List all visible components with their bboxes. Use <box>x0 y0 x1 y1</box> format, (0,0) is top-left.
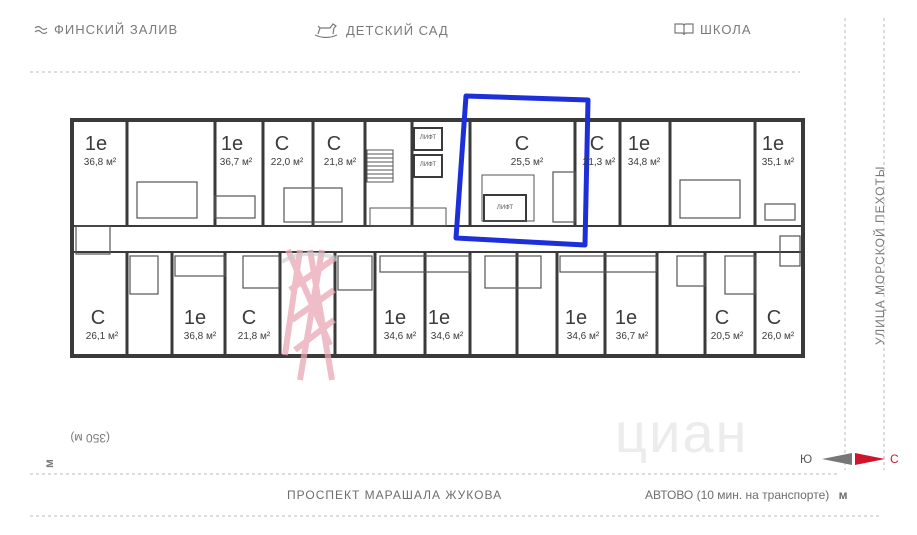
unit-type: С <box>766 307 782 329</box>
metro-left-text: м (350 м) <box>42 431 110 468</box>
unit-type: С <box>90 307 106 329</box>
lift-label-1: ЛИФТ <box>419 135 437 141</box>
watermark: циан <box>615 401 749 464</box>
unit-type: 1е <box>84 133 108 155</box>
metro-left: м (350 м) <box>28 400 110 470</box>
unit-area: 34,6 м² <box>383 331 417 342</box>
street-right-text: УЛИЦА МОРСКОЙ ПЕХОТЫ <box>873 165 887 345</box>
unit-type: С <box>241 307 257 329</box>
kindergarten-label: ДЕТСКИЙ САД <box>312 22 449 41</box>
unit-type: 1е <box>427 307 451 329</box>
street-right: УЛИЦА МОРСКОЙ ПЕХОТЫ <box>857 166 887 345</box>
unit-type: 1е <box>183 307 207 329</box>
water-icon <box>34 23 48 38</box>
unit-area: 34,6 м² <box>566 331 600 342</box>
unit-area: 36,8 м² <box>183 331 217 342</box>
school-label: ШКОЛА <box>674 22 752 39</box>
unit-type: 1е <box>564 307 588 329</box>
highlight-outline <box>453 93 591 248</box>
unit-area: 21,8 м² <box>237 331 271 342</box>
compass-north-label: С <box>890 452 899 466</box>
unit-area: 36,7 м² <box>615 331 649 342</box>
metro-left-symbol: м <box>42 459 56 468</box>
unit-type: С <box>326 133 342 155</box>
lift-label-2: ЛИФТ <box>419 162 437 168</box>
unit-area: 26,1 м² <box>85 331 119 342</box>
unit-type: С <box>514 133 530 155</box>
stairs <box>366 149 447 227</box>
bathroom-blocks <box>75 171 801 295</box>
unit-type: С <box>274 133 290 155</box>
unit-area: 36,7 м² <box>219 157 253 168</box>
building-outline <box>70 118 805 358</box>
lift-label-3: ЛИФТ <box>496 205 514 211</box>
unit-type: С <box>589 133 605 155</box>
unit-area: 22,0 м² <box>270 157 304 168</box>
school-text: ШКОЛА <box>700 22 752 37</box>
metro-bottom: АВТОВО (10 мин. на транспорте) м <box>645 488 847 502</box>
unit-area: 21,8 м² <box>323 157 357 168</box>
unit-area: 26,0 м² <box>761 331 795 342</box>
compass-south-label: Ю <box>800 452 813 466</box>
unit-type: 1е <box>220 133 244 155</box>
metro-bottom-symbol: м <box>838 488 848 502</box>
unit-area: 21,3 м² <box>582 157 616 168</box>
street-bottom: ПРОСПЕКТ МАРАШАЛА ЖУКОВА <box>287 488 503 502</box>
unit-type: 1е <box>614 307 638 329</box>
compass-south-arrow <box>822 453 852 465</box>
unit-type: 1е <box>383 307 407 329</box>
metro-left-distance: (350 м) <box>70 431 110 446</box>
lift-hall <box>481 174 535 222</box>
unit-area: 34,6 м² <box>430 331 464 342</box>
rocking-horse-icon <box>312 22 340 41</box>
pink-scribble <box>282 248 337 381</box>
unit-type: 1е <box>627 133 651 155</box>
unit-area: 25,5 м² <box>510 157 544 168</box>
unit-area: 36,8 м² <box>83 157 117 168</box>
kindergarten-text: ДЕТСКИЙ САД <box>346 22 449 38</box>
book-icon <box>674 22 694 39</box>
top-partitions <box>125 122 757 226</box>
unit-area: 34,8 м² <box>627 157 661 168</box>
unit-type: 1е <box>761 133 785 155</box>
compass-north-arrow <box>855 453 885 465</box>
unit-type: С <box>714 307 730 329</box>
gulf-label: ФИНСКИЙ ЗАЛИВ <box>34 22 178 38</box>
metro-bottom-text: АВТОВО (10 мин. на транспорте) <box>645 488 830 502</box>
unit-area: 35,1 м² <box>761 157 795 168</box>
grey-scribble <box>280 251 338 264</box>
unit-area: 20,5 м² <box>710 331 744 342</box>
gulf-text: ФИНСКИЙ ЗАЛИВ <box>54 22 179 37</box>
